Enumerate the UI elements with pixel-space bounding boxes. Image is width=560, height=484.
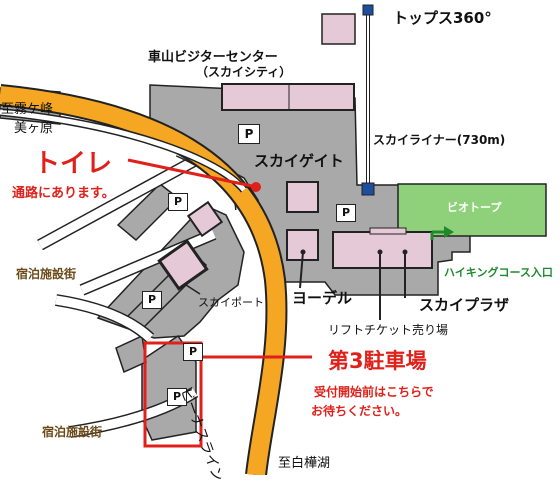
lift-ticket-label: リフトチケット売り場 — [328, 323, 449, 337]
sky-liner-label: スカイライナー(730m) — [373, 133, 506, 147]
parking-icon: P — [238, 124, 260, 144]
hiking-entrance-label: ハイキングコース入口 — [444, 266, 553, 279]
parking3-highlight — [143, 341, 203, 448]
sky-gate-building — [286, 181, 319, 213]
leader-sky-port — [185, 284, 201, 295]
sky-gate-label: スカイゲイト — [254, 152, 344, 170]
tops360-label: トップス360° — [393, 9, 492, 27]
toilet-note: 通路にあります。 — [12, 186, 115, 201]
sky-port-label: スカイポート — [198, 296, 264, 309]
parking-icon: P — [168, 193, 188, 211]
to-shirakaba-label: 至白樺湖 — [278, 456, 331, 471]
parking-icon: P — [167, 388, 187, 406]
to-utsukushigahara-label: 美ヶ原 — [14, 121, 54, 136]
toilet-label: トイレ — [34, 149, 113, 179]
tops360-building — [321, 13, 356, 45]
parking3-label: 第3駐車場 — [328, 349, 427, 373]
biotope-label: ビオトープ — [447, 201, 502, 214]
yodel-label: ヨーデル — [292, 289, 353, 307]
hiking-arrow-head — [444, 226, 454, 238]
biotope-area — [397, 183, 547, 237]
parking3-note-2: お待ちください。 — [311, 404, 408, 418]
parking-icon: P — [183, 343, 203, 361]
lodging-pink-1 — [186, 200, 224, 238]
lodging-label-1: 宿泊施設街 — [16, 267, 77, 281]
lodging-label-2: 宿泊施設街 — [42, 425, 103, 439]
sky-port-building — [157, 239, 209, 291]
parking-icon: P — [336, 204, 356, 222]
visitor-center-sub-label: （スカイシティ） — [196, 65, 292, 79]
to-kirigamine-label: 至霧ケ峰 — [1, 102, 54, 117]
toilet-pointer — [127, 158, 253, 188]
sky-plaza-label: スカイプラザ — [419, 296, 510, 314]
visitor-center-building — [221, 83, 355, 111]
sky-plaza-building — [332, 231, 433, 269]
toilet-dot — [251, 182, 261, 192]
sky-liner-top-node — [362, 4, 374, 16]
parking-icon: P — [142, 291, 162, 309]
parking3-note-1: 受付開始前はこちらで — [314, 385, 434, 399]
visitor-center-label: 車山ビジターセンター — [148, 50, 278, 65]
sky-liner-bottom-node — [361, 182, 375, 196]
leader-yodel — [299, 251, 304, 289]
